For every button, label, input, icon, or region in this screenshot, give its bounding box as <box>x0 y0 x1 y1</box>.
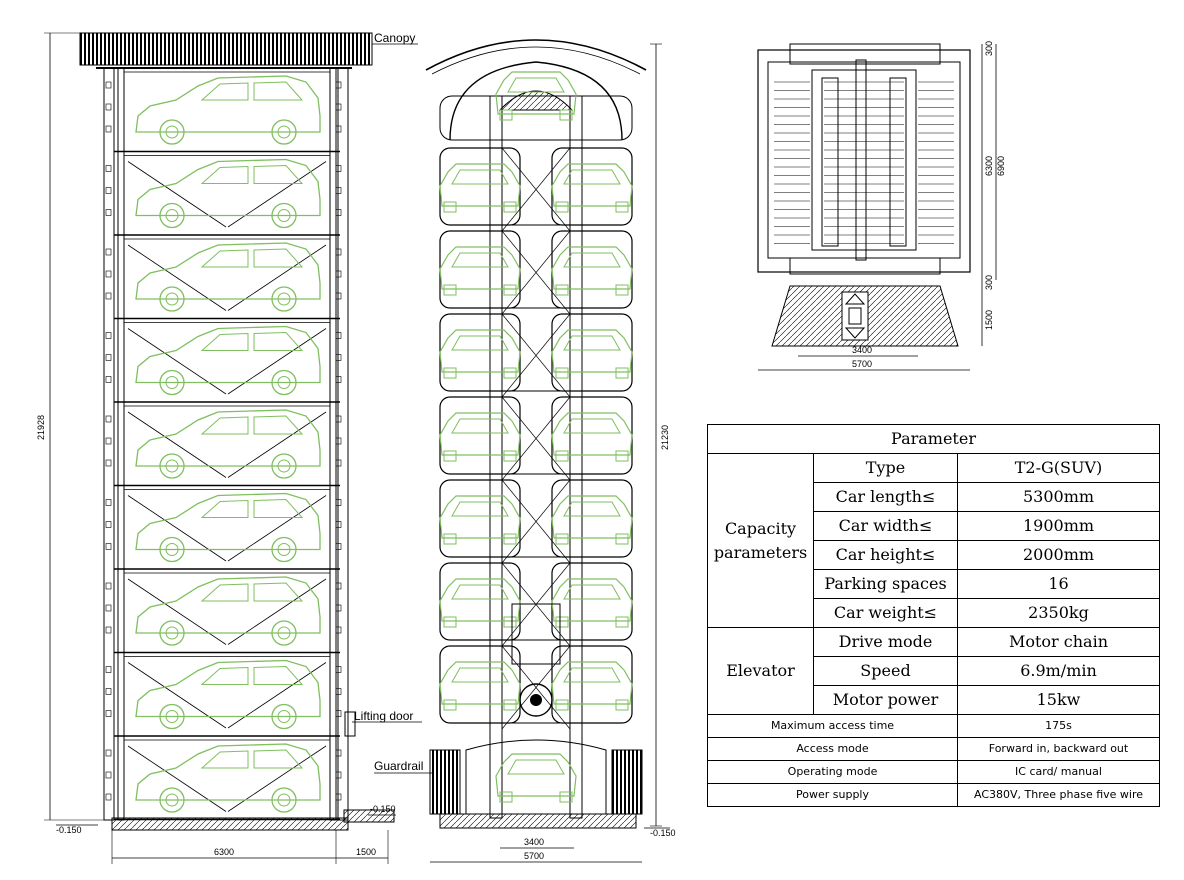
param-name: Car length≤ <box>813 482 958 512</box>
car-front-silhouette <box>439 329 521 379</box>
side-level-left: -0.150 <box>56 825 82 835</box>
car-front-silhouette <box>551 329 633 379</box>
capacity-group-label: Capacity parameters <box>707 453 814 628</box>
car-front-silhouette <box>439 412 521 462</box>
param-name: Access mode <box>707 737 958 761</box>
car-silhouette <box>135 158 321 229</box>
param-name: Speed <box>813 656 958 686</box>
car-front-silhouette <box>439 578 521 628</box>
car-front-silhouette <box>551 163 633 213</box>
car-front-silhouette <box>439 246 521 296</box>
param-value: 2000mm <box>957 540 1160 570</box>
table-title: Parameter <box>707 424 1160 454</box>
plan-bottom-dim: 300 <box>984 275 994 290</box>
param-value: 2350kg <box>957 598 1160 628</box>
param-value: 15kw <box>957 685 1160 715</box>
param-name: Car weight≤ <box>813 598 958 628</box>
lifting-door-label: Lifting door <box>354 709 413 723</box>
param-name: Car height≤ <box>813 540 958 570</box>
car-front-silhouette <box>551 246 633 296</box>
side-height-dim: 21928 <box>36 415 46 440</box>
side-level-right: -0.150 <box>370 804 396 814</box>
car-front-silhouette <box>551 661 633 711</box>
car-front-silhouette <box>439 163 521 213</box>
param-name: Maximum access time <box>707 714 958 738</box>
front-inner-width-dim: 3400 <box>524 837 544 847</box>
elevator-group-label: Elevator <box>707 627 814 715</box>
car-silhouette <box>135 492 321 563</box>
plan-inner-width-dim: 3400 <box>852 345 872 355</box>
car-silhouette <box>135 409 321 479</box>
car-front-silhouette <box>551 578 633 628</box>
table-row: Car height≤2000mm <box>708 540 1160 570</box>
guardrail-label: Guardrail <box>374 759 423 773</box>
param-name: Operating mode <box>707 760 958 784</box>
car-silhouette <box>135 75 321 145</box>
plan-outer-width-dim: 5700 <box>852 359 872 369</box>
car-front-silhouette <box>439 661 521 711</box>
param-value: 1900mm <box>957 511 1160 541</box>
car-silhouette <box>135 325 321 396</box>
param-name: Power supply <box>707 783 958 807</box>
car-front-silhouette <box>551 495 633 545</box>
param-value: 5300mm <box>957 482 1160 512</box>
param-value: Motor chain <box>957 627 1160 657</box>
car-silhouette <box>135 659 321 730</box>
param-name: Type <box>813 453 958 483</box>
param-value: 16 <box>957 569 1160 599</box>
param-value: Forward in, backward out <box>957 737 1160 761</box>
front-height-dim: 21230 <box>660 425 670 450</box>
front-elevation-view: 21230 3400 5700 -0.150 <box>425 39 676 863</box>
param-value: AC380V, Three phase five wire <box>957 783 1160 807</box>
plan-top-dim: 300 <box>984 41 994 56</box>
param-value: IC card/ manual <box>957 760 1160 784</box>
param-name: Motor power <box>813 685 958 715</box>
car-silhouette <box>135 576 321 646</box>
car-front-silhouette <box>439 495 521 545</box>
car-silhouette <box>135 242 321 312</box>
canopy-label: Canopy <box>374 31 415 45</box>
front-outer-width-dim: 5700 <box>524 851 544 861</box>
param-value: 175s <box>957 714 1160 738</box>
plan-depth-inner-dim: 6300 <box>984 156 994 176</box>
front-level-dim: -0.150 <box>650 828 676 838</box>
side-elevation-view: Canopy Lifting door Guardrail 21928 6300… <box>36 31 432 864</box>
car-front-silhouette <box>551 412 633 462</box>
param-name: Car width≤ <box>813 511 958 541</box>
param-value: T2-G(SUV) <box>957 453 1160 483</box>
side-width-dim: 6300 <box>214 847 234 857</box>
side-extra-width-dim: 1500 <box>356 847 376 857</box>
canopy-roof <box>79 32 373 66</box>
plan-depth-outer-dim: 6900 <box>996 156 1006 176</box>
car-silhouette <box>135 743 321 813</box>
param-value: 6.9m/min <box>957 656 1160 686</box>
plan-approach-dim: 1500 <box>984 310 994 330</box>
param-name: Parking spaces <box>813 569 958 599</box>
plan-view: 300 6300 6900 300 1500 3400 5700 <box>757 41 1006 371</box>
param-name: Drive mode <box>813 627 958 657</box>
